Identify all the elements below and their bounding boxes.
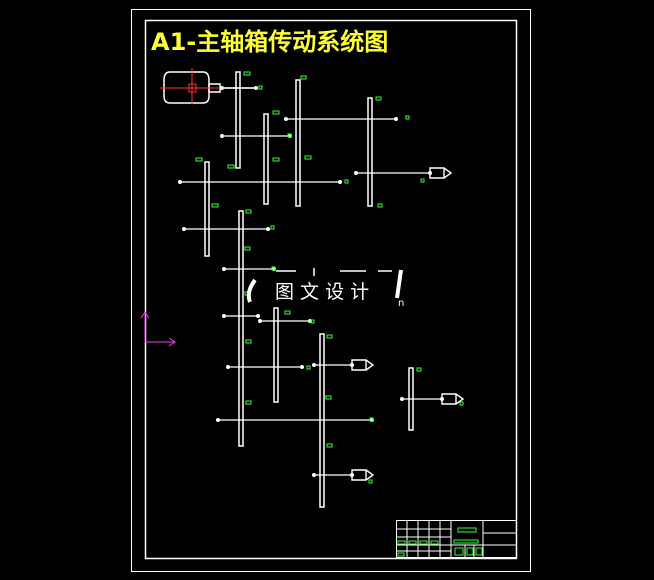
gear-bar bbox=[238, 210, 244, 447]
gear-annotation bbox=[245, 339, 252, 344]
gear-annotation bbox=[306, 365, 311, 370]
gear-annotation bbox=[405, 115, 410, 120]
gear-annotation bbox=[195, 157, 203, 162]
shaft-end bbox=[312, 473, 317, 478]
shaft-end bbox=[394, 116, 399, 121]
shaft-end bbox=[222, 267, 227, 272]
shaft-end bbox=[266, 227, 271, 232]
gear-bar bbox=[235, 71, 241, 169]
gear-annotation bbox=[270, 225, 275, 230]
shaft-end bbox=[284, 116, 289, 121]
shaft-end bbox=[312, 363, 317, 368]
watermark-text: 图 文 设 计 bbox=[275, 281, 369, 303]
output-spindles bbox=[351, 167, 465, 481]
gear-annotation bbox=[245, 400, 252, 405]
shaft-end bbox=[258, 319, 263, 324]
gear-annotation bbox=[310, 319, 315, 324]
gear-annotation bbox=[375, 96, 382, 101]
gear-annotation bbox=[211, 203, 219, 208]
gear-bar bbox=[204, 161, 210, 257]
gear-annotation bbox=[258, 85, 263, 90]
gear-annotation bbox=[243, 71, 251, 76]
output-spindle bbox=[441, 393, 465, 405]
shaft-end bbox=[400, 397, 405, 402]
gear-bar bbox=[367, 97, 373, 207]
title-block bbox=[396, 520, 517, 558]
motor-centerline bbox=[160, 68, 224, 104]
gear-annotation bbox=[377, 203, 383, 208]
gear-annotation bbox=[304, 155, 312, 160]
shaft-end bbox=[220, 134, 225, 139]
gear-annotation bbox=[325, 395, 332, 400]
shaft-end bbox=[220, 85, 225, 90]
gear-annotation bbox=[244, 246, 251, 251]
shaft-end bbox=[178, 180, 183, 185]
gear-bar bbox=[263, 113, 269, 205]
gear-annotation bbox=[369, 417, 374, 422]
gear-bar bbox=[273, 307, 279, 403]
drawing-title: A1-主轴箱传动系统图 bbox=[151, 28, 388, 56]
gear-annotation bbox=[326, 334, 333, 339]
shaft-end bbox=[182, 227, 187, 232]
output-spindle bbox=[429, 167, 453, 179]
shaft-end bbox=[226, 365, 231, 370]
shaft-end bbox=[222, 314, 227, 319]
inner-drawing-frame bbox=[144, 19, 518, 560]
gear-annotation bbox=[344, 179, 349, 184]
shaft-end bbox=[216, 418, 221, 423]
gear-annotation bbox=[420, 178, 425, 183]
output-spindle bbox=[351, 469, 375, 481]
gear-annotation bbox=[227, 164, 235, 169]
gear-annotation bbox=[272, 157, 280, 162]
outer-sheet-border bbox=[131, 9, 531, 572]
gear-annotation bbox=[368, 479, 373, 484]
shaft-end bbox=[354, 171, 359, 176]
shaft-end bbox=[300, 365, 305, 370]
shaft-end bbox=[254, 85, 259, 90]
gear-annotation bbox=[271, 266, 276, 271]
gear-bar bbox=[295, 79, 301, 207]
watermark: 图 文 设 计 n bbox=[246, 268, 404, 309]
output-spindle bbox=[351, 359, 375, 371]
watermark-mark: n bbox=[398, 298, 404, 309]
gear-annotation bbox=[284, 310, 291, 315]
shaft-end bbox=[338, 180, 343, 185]
ucs-axis-icon bbox=[140, 311, 176, 347]
gear-annotation bbox=[272, 110, 280, 115]
gear-annotation bbox=[300, 75, 307, 80]
shaft-end bbox=[256, 314, 261, 319]
gear-annotation bbox=[459, 401, 464, 406]
gear-annotation bbox=[326, 443, 333, 448]
gear-annotation bbox=[416, 367, 422, 372]
gear-annotation bbox=[287, 133, 292, 138]
gear-annotation bbox=[245, 209, 252, 214]
title-block-annotations bbox=[397, 527, 483, 557]
